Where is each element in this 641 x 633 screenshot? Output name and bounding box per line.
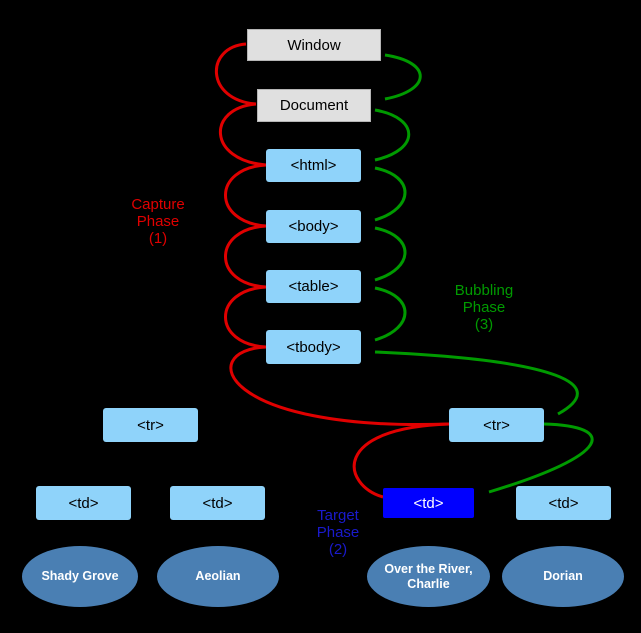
capture-phase-line1: Capture (131, 196, 185, 213)
bubbling-phase-line1: Bubbling (454, 282, 514, 299)
body-node: <body> (266, 210, 361, 243)
bubbling-arrow-table-body (374, 226, 407, 282)
bubbling-arrow-html-document (374, 108, 411, 162)
document-node: Document (257, 89, 371, 122)
html-node: <html> (266, 149, 361, 182)
leaf-shady-grove: Shady Grove (22, 546, 138, 607)
bubbling-arrow-body-html (374, 166, 407, 222)
leaf-over-the-river-charlie: Over the River, Charlie (367, 546, 490, 607)
bubbling-arrow-tr-tbody (374, 350, 579, 416)
capture-phase-label: Capture Phase (1) (108, 196, 208, 247)
bubbling-phase-line2: Phase (462, 299, 506, 316)
capture-arrow-window-document (214, 42, 257, 106)
td-node-1: <td> (36, 486, 131, 520)
window-node: Window (247, 29, 381, 61)
bubbling-arrow-tbody-table (374, 286, 407, 342)
bubbling-arrow-document-window (384, 53, 422, 101)
bubbling-phase-line3: (3) (474, 316, 494, 333)
capture-arrow-table-tbody (224, 285, 267, 349)
capture-arrow-html-body (224, 163, 267, 228)
capture-phase-line3: (1) (148, 230, 168, 247)
target-phase-line3: (2) (328, 541, 348, 558)
target-phase-label: Target Phase (2) (288, 507, 388, 558)
bubbling-arrow-td-tr (488, 422, 594, 494)
leaf-dorian: Dorian (502, 546, 624, 607)
capture-arrow-body-table (224, 224, 267, 289)
capture-arrow-tr-td (352, 422, 450, 499)
bubbling-arrows (374, 53, 594, 494)
td-node-4: <td> (516, 486, 611, 520)
table-node: <table> (266, 270, 361, 303)
bubbling-phase-label: Bubbling Phase (3) (434, 282, 534, 333)
capture-arrow-tbody-tr (229, 345, 450, 427)
target-phase-line2: Phase (316, 524, 360, 541)
capture-arrow-document-html (218, 102, 267, 167)
capture-arrows (214, 42, 450, 499)
leaf-aeolian: Aeolian (157, 546, 279, 607)
td-node-2: <td> (170, 486, 265, 520)
td-target-node: <td> (383, 488, 474, 518)
tr-left-node: <tr> (103, 408, 198, 442)
tbody-node: <tbody> (266, 330, 361, 364)
capture-phase-line2: Phase (136, 213, 180, 230)
target-phase-line1: Target (317, 507, 359, 524)
tr-right-node: <tr> (449, 408, 544, 442)
